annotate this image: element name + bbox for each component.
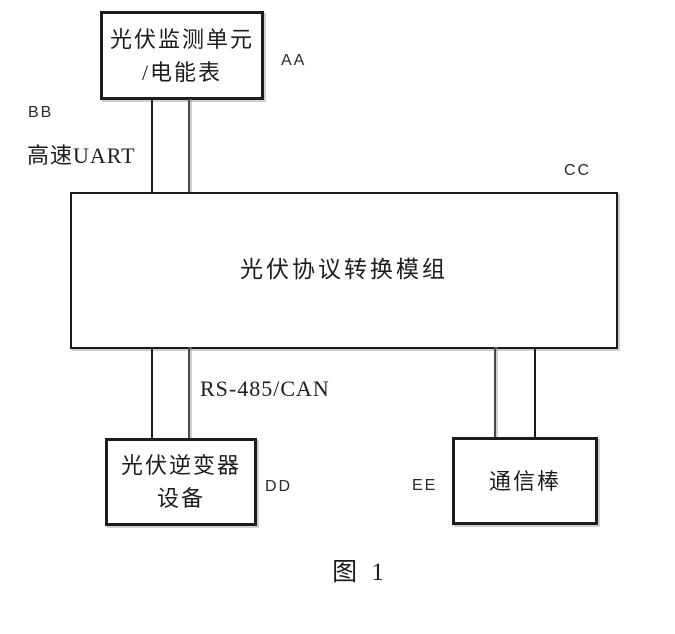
uart-bus-label: 高速UART — [27, 143, 136, 168]
communication-stick-box: 通信棒 — [452, 437, 598, 525]
pv-inverter-device-label-line2: 设备 — [156, 486, 205, 511]
pv-inverter-device-box: 光伏逆变器 设备 — [105, 438, 257, 526]
pv-protocol-conversion-module-box: 光伏协议转换模组 — [70, 192, 618, 349]
pv-protocol-conversion-module-label: 光伏协议转换模组 — [240, 257, 448, 283]
pv-inverter-device-label-line1: 光伏逆变器 — [120, 453, 241, 478]
ref-label-cc: CC — [564, 162, 592, 179]
connector-line-comm-stick-1 — [494, 347, 496, 439]
connector-line-uart-1 — [151, 99, 153, 193]
connector-line-comm-stick-2 — [534, 347, 536, 439]
connector-line-rs485-1 — [151, 347, 153, 440]
connector-line-uart-2 — [188, 99, 190, 193]
communication-stick-label: 通信棒 — [488, 468, 561, 494]
figure-caption: 图 1 — [332, 559, 388, 586]
pv-monitoring-unit-box: 光伏监测单元 /电能表 — [100, 11, 264, 100]
pv-monitoring-unit-label-line1: 光伏监测单元 — [109, 26, 254, 52]
ref-label-bb: BB — [28, 104, 54, 121]
ref-label-aa: AA — [281, 52, 307, 69]
ref-label-dd: DD — [265, 478, 293, 495]
ref-label-ee: EE — [412, 477, 438, 494]
rs485-can-bus-label: RS-485/CAN — [200, 376, 330, 401]
connector-line-rs485-2 — [188, 347, 190, 440]
pv-monitoring-unit-label-line2: /电能表 — [141, 59, 223, 85]
